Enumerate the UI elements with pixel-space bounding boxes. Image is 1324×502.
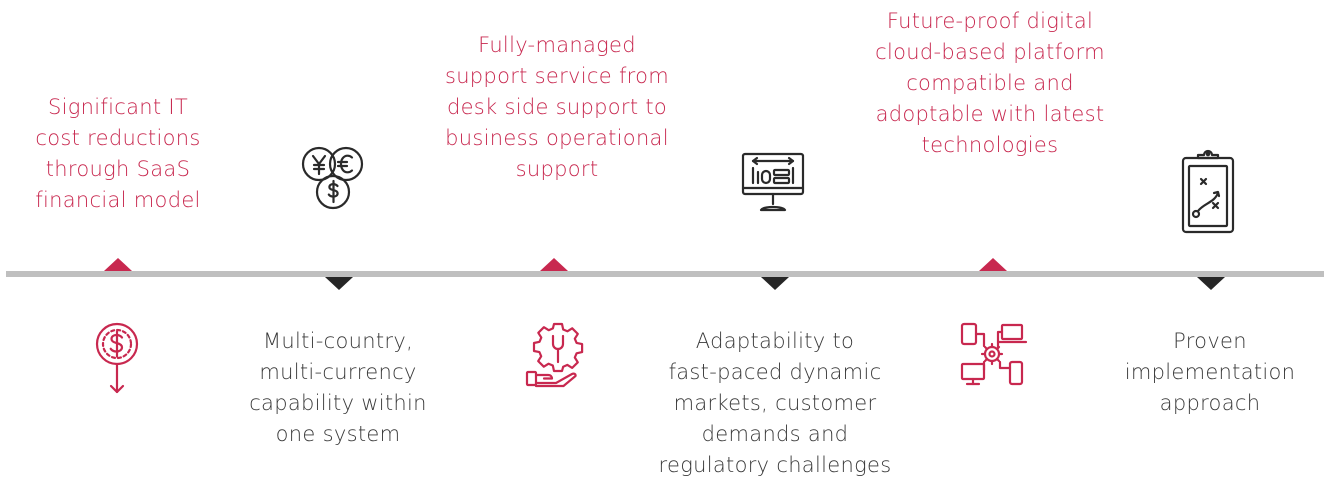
timeline-marker-down-6 xyxy=(1197,277,1225,290)
gear-wrench-hand-icon xyxy=(525,322,589,388)
benefit-multi-currency: Multi-country, multi-currency capability… xyxy=(249,329,427,446)
timeline-marker-up-1 xyxy=(104,258,132,271)
timeline-marker-down-4 xyxy=(761,277,789,290)
benefit-managed-support: Fully-managed support service from desk … xyxy=(444,33,670,181)
benefit-cost-reduction: Significant IT cost reductions through S… xyxy=(35,95,201,212)
dollar-down-arrow-icon xyxy=(93,320,141,396)
timeline-marker-up-5 xyxy=(979,258,1007,271)
monitor-dashboard-icon xyxy=(740,152,806,214)
timeline-marker-down-2 xyxy=(325,277,353,290)
benefit-future-proof: Future-proof digital cloud-based platfor… xyxy=(875,9,1105,157)
clipboard-plan-icon xyxy=(1180,149,1236,234)
benefit-proven-implementation: Proven implementation approach xyxy=(1124,329,1296,415)
timeline-line xyxy=(6,271,1324,277)
connected-devices-icon xyxy=(960,322,1030,386)
timeline-marker-up-3 xyxy=(540,258,568,271)
benefit-adaptability: Adaptability to fast-paced dynamic marke… xyxy=(658,329,892,477)
currency-coins-icon xyxy=(298,146,370,218)
